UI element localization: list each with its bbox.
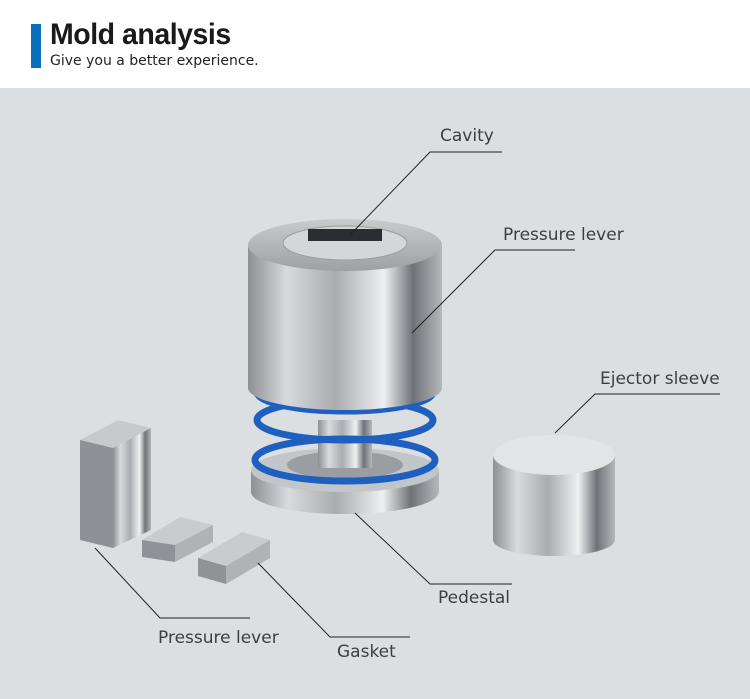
label-pressure-lever-top: Pressure lever: [503, 225, 624, 245]
leader-lines: [94, 151, 720, 638]
cavity-cylinder: [248, 219, 442, 410]
label-gasket: Gasket: [337, 642, 396, 662]
pressure-lever-block: [80, 420, 151, 548]
label-pedestal: Pedestal: [438, 588, 511, 608]
ejector-sleeve: [493, 435, 615, 556]
label-ejector-sleeve: Ejector sleeve: [600, 369, 720, 389]
label-cavity: Cavity: [440, 126, 494, 146]
page-subtitle: Give you a better experience.: [50, 53, 259, 69]
header: Mold analysis Give you a better experien…: [0, 0, 750, 88]
gasket-block: [198, 532, 270, 584]
gasket-block-small: [142, 517, 213, 562]
page-title: Mold analysis: [50, 18, 231, 51]
accent-bar: [31, 24, 41, 68]
label-pressure-lever-bottom: Pressure lever: [158, 628, 279, 648]
